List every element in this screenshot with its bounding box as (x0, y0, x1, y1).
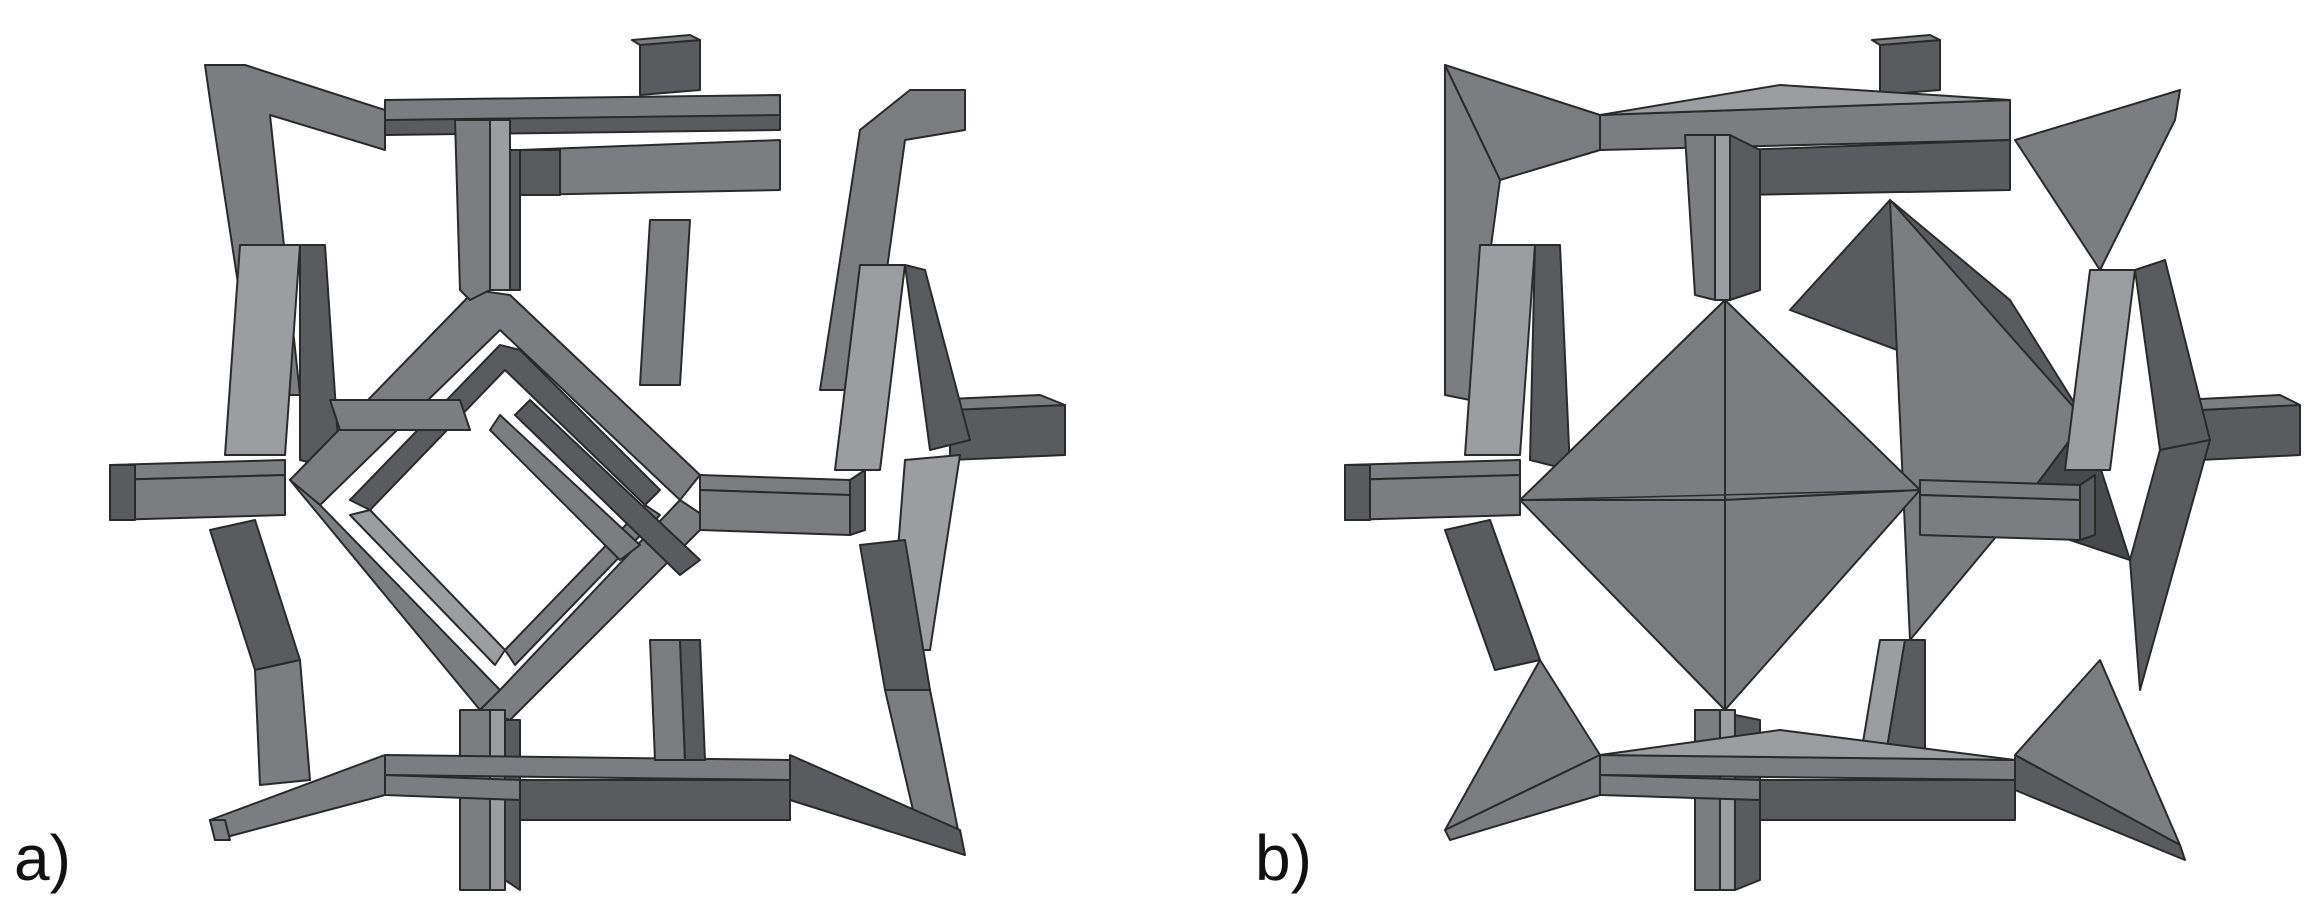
lattice-structure-a (109, 34, 1066, 891)
panel-label-a: a) (14, 822, 71, 894)
lattice-structure-b (1344, 34, 2301, 891)
panel-label-b: b) (1255, 822, 1312, 894)
